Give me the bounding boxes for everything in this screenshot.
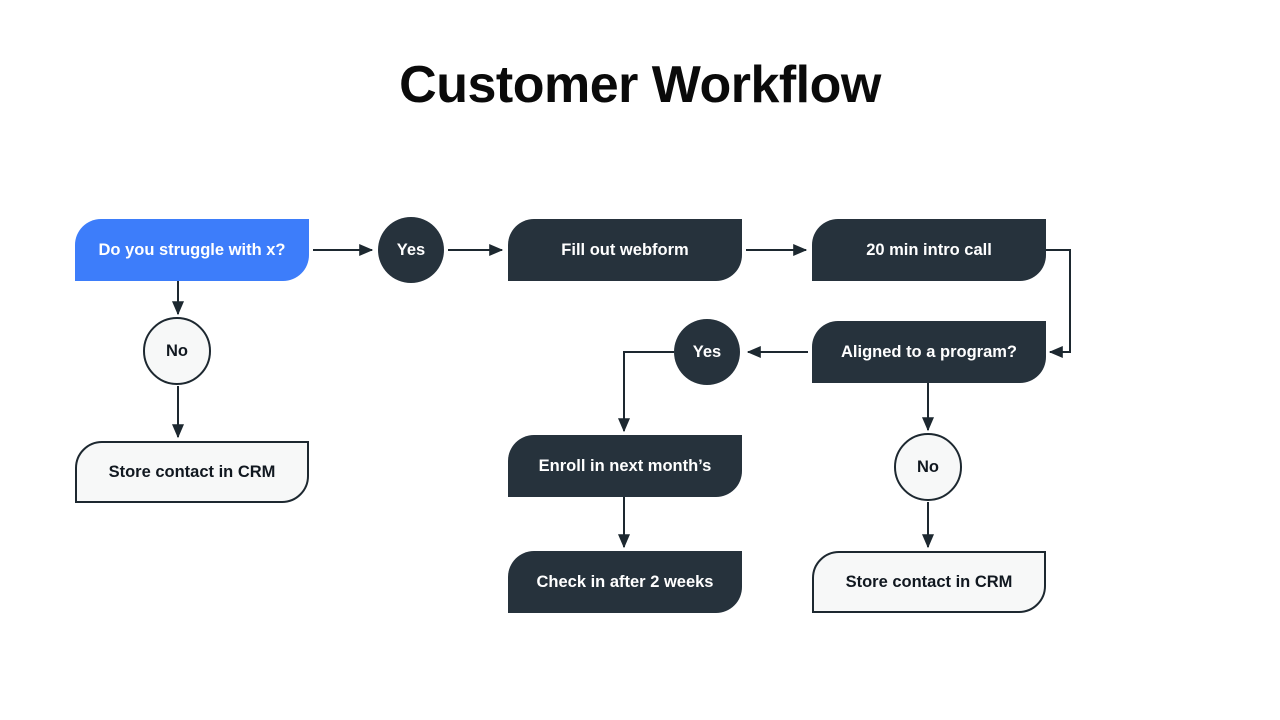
node-no1[interactable] [143,317,211,385]
node-webform[interactable] [508,219,742,281]
edge-layer [172,244,1071,549]
node-yes2[interactable] [674,319,740,385]
node-yes1[interactable] [378,217,444,283]
connector-yes2-to-enroll [618,351,674,433]
page-title: Customer Workflow [399,56,881,114]
node-checkin[interactable] [508,551,742,613]
node-introcall[interactable] [812,219,1046,281]
node-enroll[interactable] [508,435,742,497]
node-start[interactable] [75,219,309,281]
node-layer [75,217,1046,613]
node-no2[interactable] [894,433,962,501]
node-aligned[interactable] [812,321,1046,383]
connector-introcall-to-aligned [1046,249,1071,358]
node-crm2[interactable] [812,551,1046,613]
node-crm1[interactable] [75,441,309,503]
